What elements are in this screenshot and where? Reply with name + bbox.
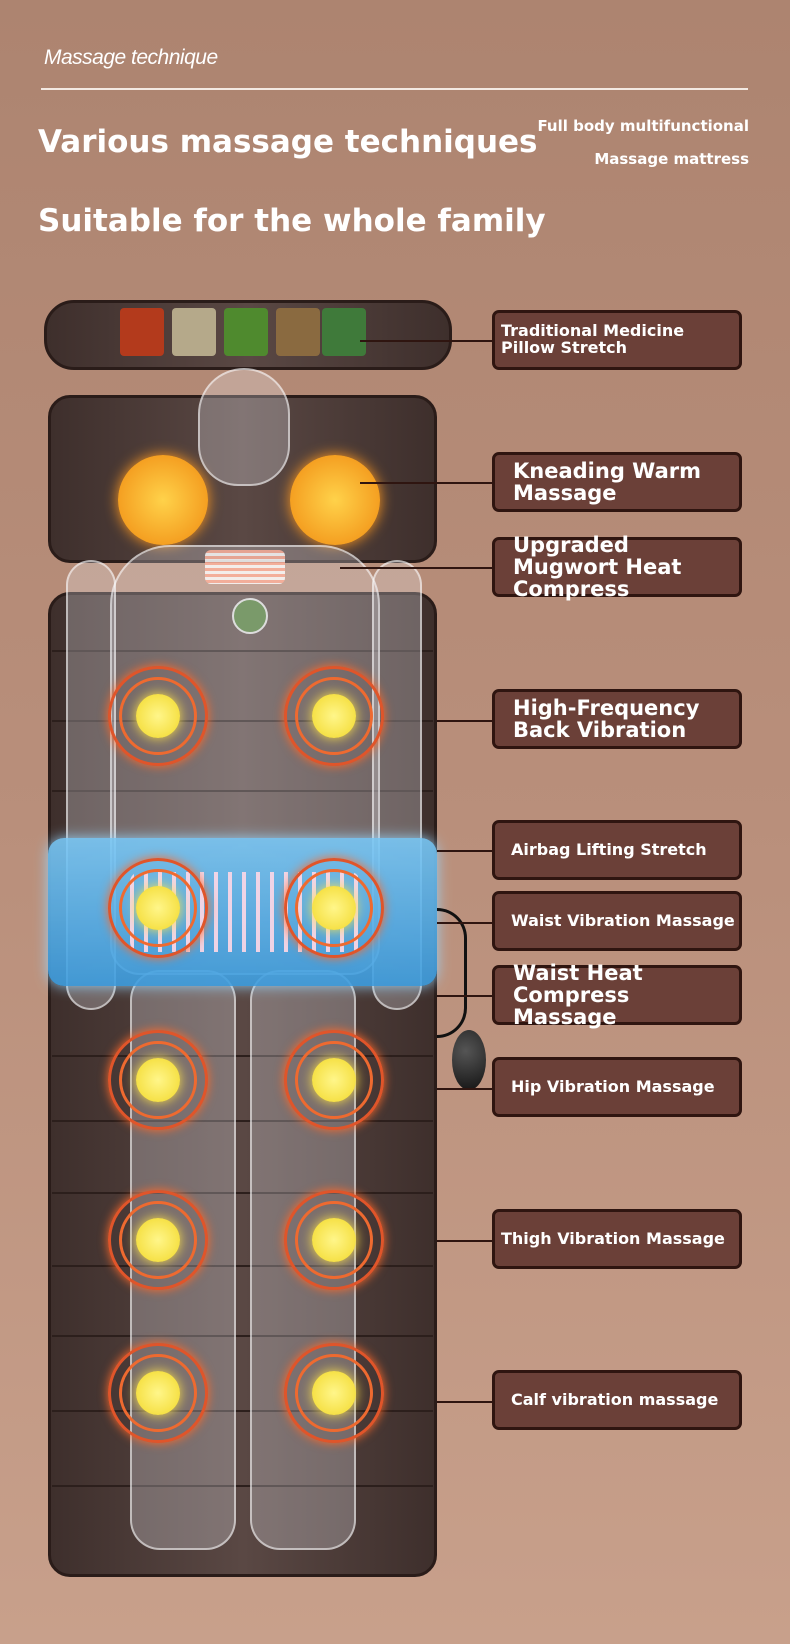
kneading-nodes-left xyxy=(118,455,208,545)
label-kneading-warm: Kneading Warm Massage xyxy=(492,452,742,512)
figure-head xyxy=(198,368,290,486)
herb-chili xyxy=(120,308,164,356)
vibration-point-back-left xyxy=(108,666,208,766)
connector-line xyxy=(360,482,492,484)
product-line-2: Massage mattress xyxy=(594,150,749,168)
connector-line xyxy=(437,995,492,997)
label-medicine-pillow: Traditional Medicine Pillow Stretch xyxy=(492,310,742,370)
seam xyxy=(52,1335,433,1337)
seam xyxy=(52,790,433,792)
seam xyxy=(52,1192,433,1194)
seam xyxy=(52,1410,433,1412)
label-waist-vibration: Waist Vibration Massage xyxy=(492,891,742,951)
connector-line xyxy=(437,1401,492,1403)
connector-line xyxy=(437,922,492,924)
seam xyxy=(52,650,433,652)
vibration-point-hip-right xyxy=(284,1030,384,1130)
seam xyxy=(52,1120,433,1122)
label-back-vibration: High-Frequency Back Vibration xyxy=(492,689,742,749)
vibration-point-thigh-left xyxy=(108,1190,208,1290)
pump-hose xyxy=(437,908,467,1038)
headline-techniques: Various massage techniques xyxy=(38,124,538,160)
connector-line xyxy=(437,1088,492,1090)
connector-line xyxy=(437,1240,492,1242)
label-hip-vibration: Hip Vibration Massage xyxy=(492,1057,742,1117)
product-line-1: Full body multifunctional xyxy=(537,117,749,135)
label-airbag-stretch: Airbag Lifting Stretch xyxy=(492,820,742,880)
herb-mint xyxy=(322,308,366,356)
vibration-point-waist-right xyxy=(284,858,384,958)
label-mugwort-heat: Upgraded Mugwort Heat Compress xyxy=(492,534,742,600)
massage-mattress-illustration xyxy=(44,300,486,1577)
connector-line xyxy=(437,720,492,722)
vibration-point-hip-left xyxy=(108,1030,208,1130)
seam xyxy=(52,720,433,722)
heat-pad-neck xyxy=(205,550,285,584)
label-waist-heat: Waist Heat Compress Massage xyxy=(492,962,742,1028)
seam xyxy=(52,1055,433,1057)
seam xyxy=(52,1485,433,1487)
section-title: Massage technique xyxy=(44,46,218,69)
connector-line xyxy=(340,567,492,569)
vibration-point-calf-right xyxy=(284,1343,384,1443)
connector-line xyxy=(437,850,492,852)
herb-roots xyxy=(172,308,216,356)
vibration-point-calf-left xyxy=(108,1343,208,1443)
headline-family: Suitable for the whole family xyxy=(38,203,546,239)
herb-bark xyxy=(276,308,320,356)
air-pump-bulb-icon xyxy=(452,1030,486,1090)
kneading-nodes-right xyxy=(290,455,380,545)
vibration-point-thigh-right xyxy=(284,1190,384,1290)
seam xyxy=(52,1265,433,1267)
label-thigh-vibration: Thigh Vibration Massage xyxy=(492,1209,742,1269)
vibration-point-waist-left xyxy=(108,858,208,958)
mugwort-pod-center xyxy=(232,598,268,634)
divider xyxy=(41,88,748,90)
herb-mugwort xyxy=(224,308,268,356)
label-calf-vibration: Calf vibration massage xyxy=(492,1370,742,1430)
connector-line xyxy=(360,340,492,342)
vibration-point-back-right xyxy=(284,666,384,766)
